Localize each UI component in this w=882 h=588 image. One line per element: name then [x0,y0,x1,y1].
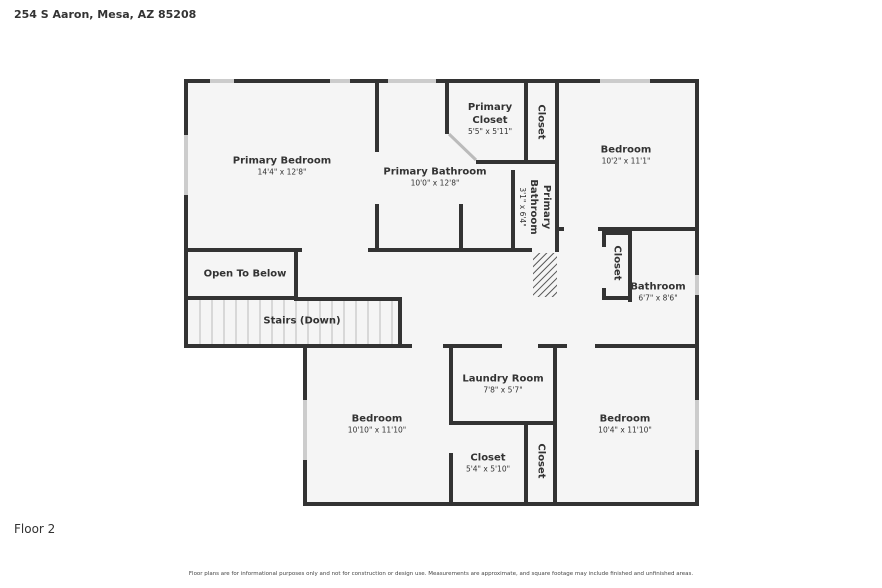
room-dims: 10'0" x 12'8" [410,178,460,188]
room-stairs: Stairs (Down) [263,315,340,328]
room-closet-top: Closet [535,104,548,139]
room-name: Primary Closet [467,102,513,126]
room-dims: 5'5" x 5'11" [467,127,513,136]
stair-hatch [533,253,557,297]
disclaimer: Floor plans are for informational purpos… [188,571,694,577]
room-dims: 10'2" x 11'1" [601,156,651,166]
room-name: Closet [470,452,506,464]
room-name: Bedroom [599,413,651,425]
room-name: Bedroom [600,144,652,156]
room-dims: 10'4" x 11'10" [598,425,652,435]
room-name: Bedroom [351,413,403,425]
room-name: Stairs (Down) [263,315,341,327]
room-name: Bathroom [630,281,686,293]
room-name: Open To Below [203,268,287,280]
walls [184,79,699,506]
room-name: Closet [535,104,547,140]
room-name: Closet [535,443,547,479]
stair-treads [199,300,393,346]
room-dims: 10'10" x 11'10" [347,425,407,435]
floor-label: Floor 2 [14,522,56,536]
room-closet-mid: Closet [611,245,624,280]
windows [184,79,699,460]
room-dims: 6'7" x 8'6" [638,293,678,303]
room-open-to-below: Open To Below [204,268,287,281]
room-name: Laundry Room [462,373,544,385]
room-name: Primary Bathroom [528,179,552,235]
room-dims: 5'4" x 5'10" [465,464,511,474]
room-dims: 3'1" x 6'4" [518,187,527,227]
room-name: Primary Bathroom [383,166,487,178]
room-closet-lower-small: Closet [535,443,548,478]
room-dims: 7'8" x 5'7" [483,385,523,395]
address-title: 254 S Aaron, Mesa, AZ 85208 [14,8,197,21]
room-dims: 14'4" x 12'8" [257,167,307,177]
room-name: Closet [611,245,623,281]
room-name: Primary Bedroom [232,155,332,167]
door-diagonal [447,132,478,162]
